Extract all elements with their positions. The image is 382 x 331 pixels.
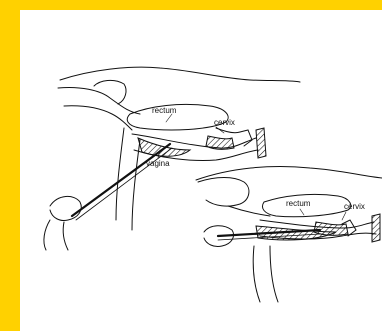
yellow-frame-left (0, 0, 20, 331)
upper-rectum-label: rectum (152, 107, 176, 115)
insemination-illustration: rectum cervix vagina rectum cervix (20, 10, 382, 331)
lower-diagram (196, 167, 382, 303)
yellow-frame-top (0, 0, 382, 10)
lower-cervix-label: cervix (344, 203, 365, 211)
upper-diagram (44, 67, 300, 250)
upper-cervix-label: cervix (214, 119, 235, 127)
lower-rectum-label: rectum (286, 200, 310, 208)
upper-vagina-label: vagina (146, 160, 170, 168)
illustration-svg (20, 10, 382, 331)
